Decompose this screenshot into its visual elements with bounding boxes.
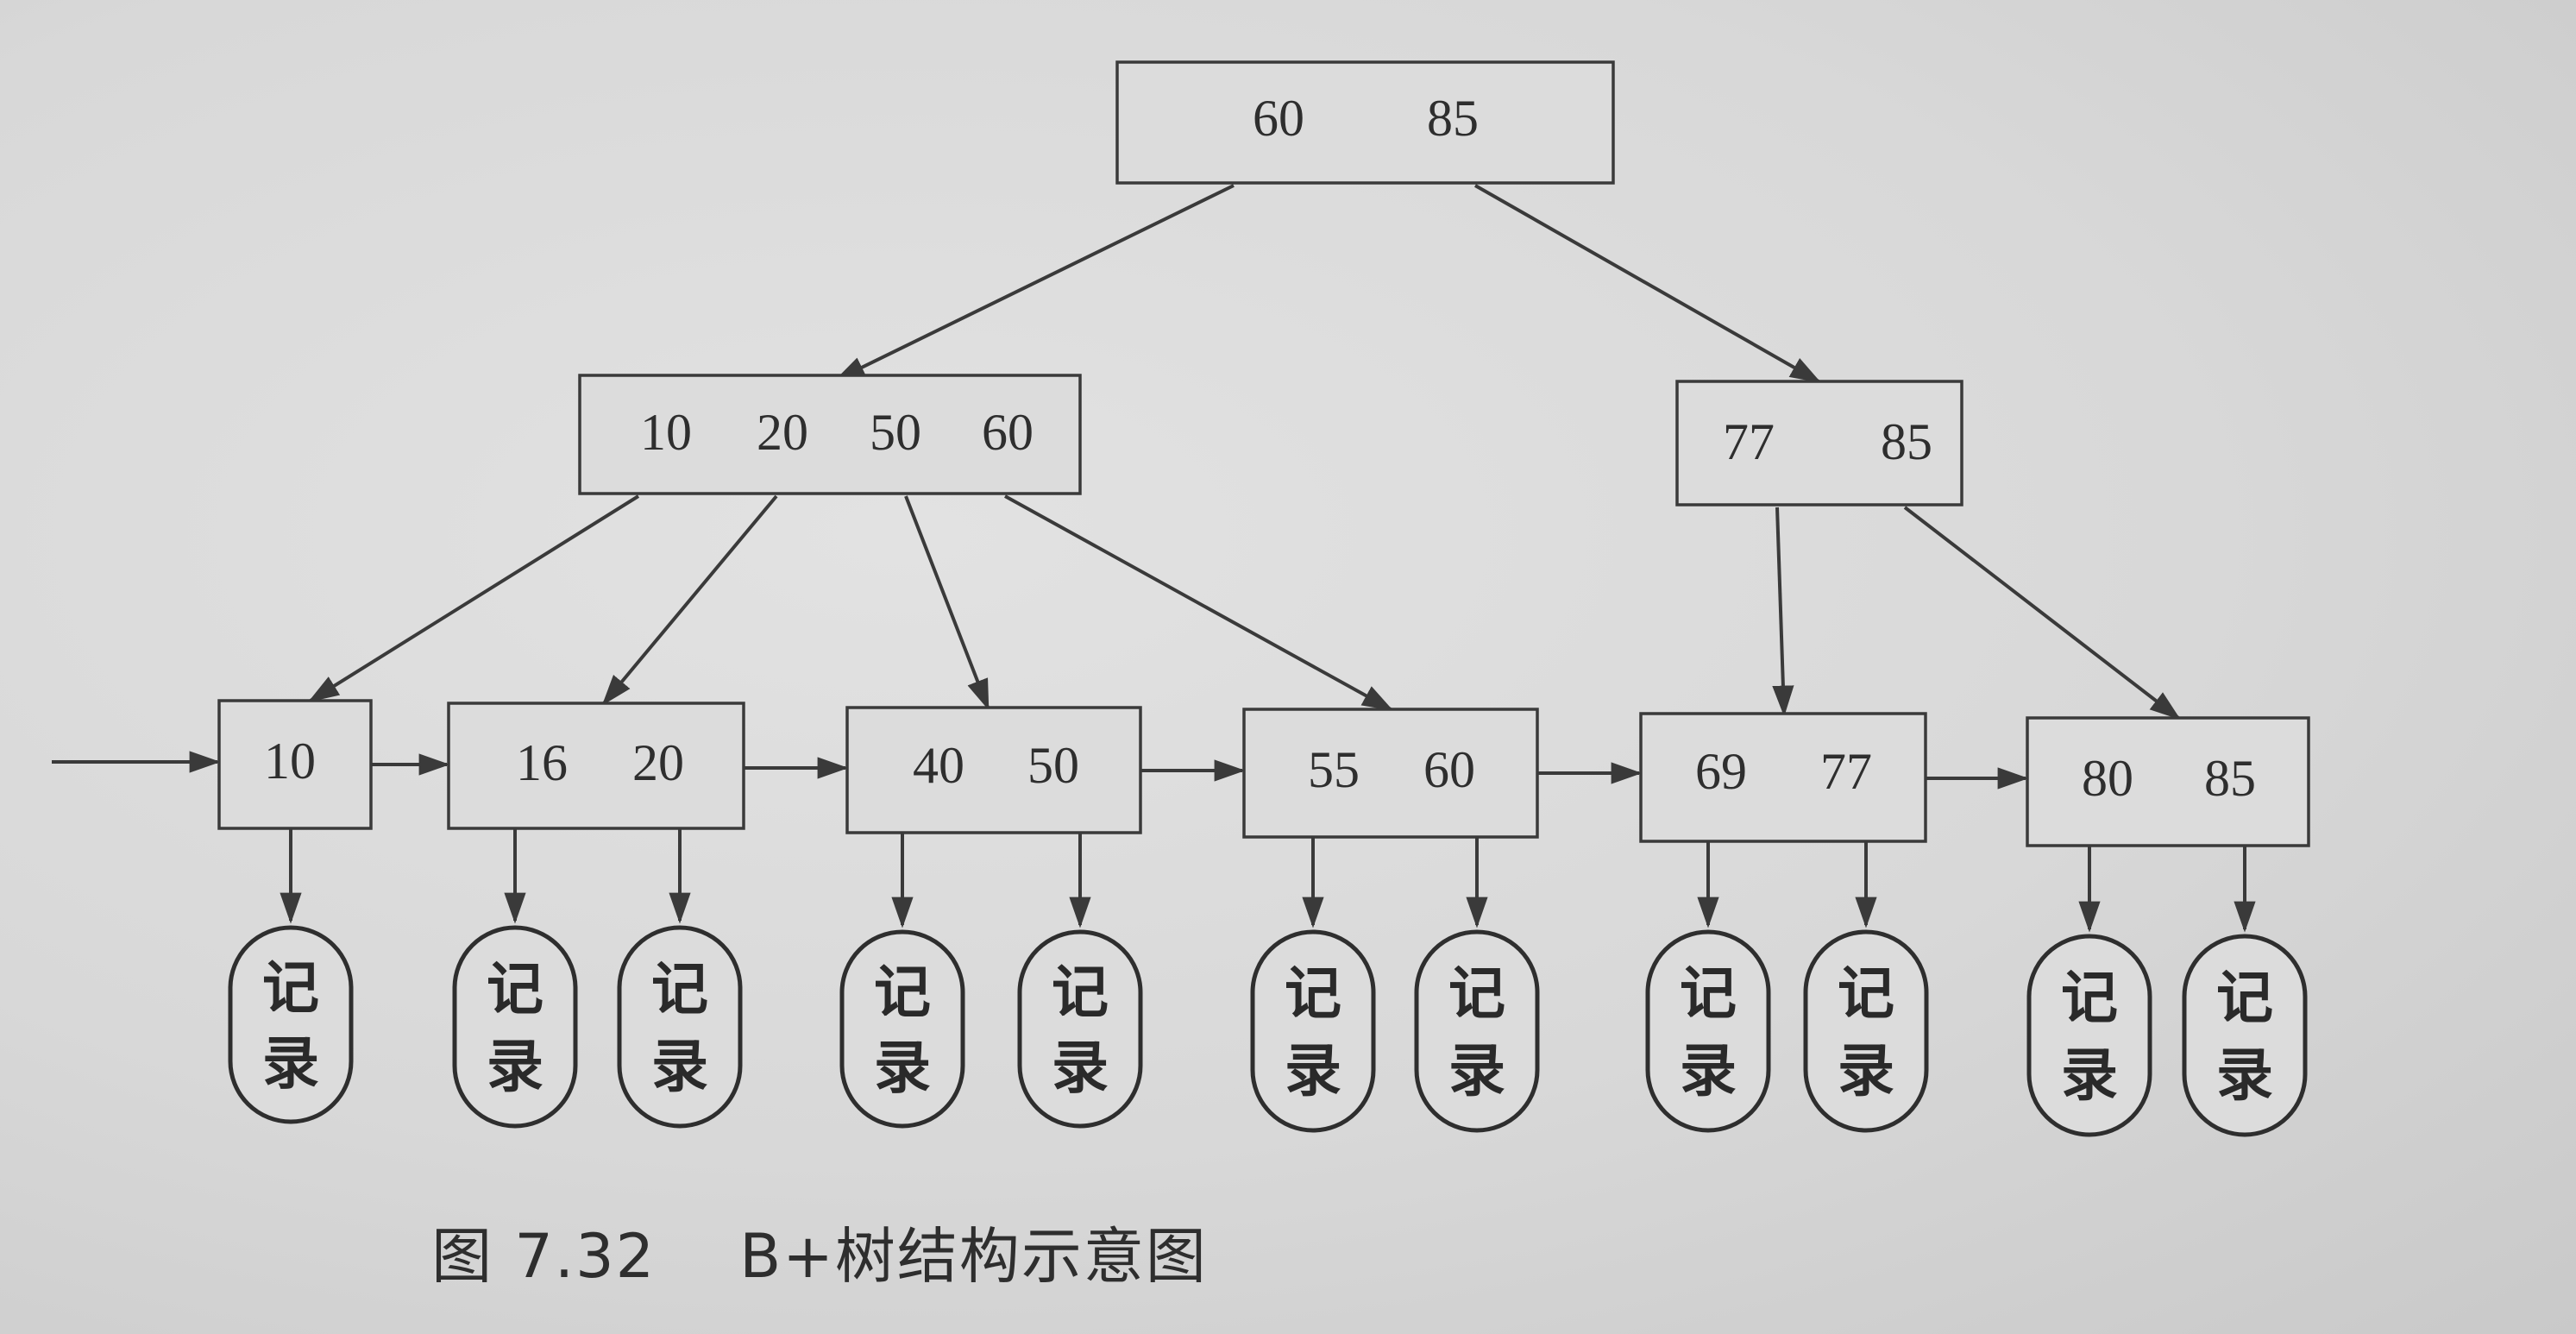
record: 记录 (1414, 929, 1540, 1133)
internal-node-right-box (1675, 380, 1963, 507)
record-capsule (2026, 934, 2152, 1137)
leaf-key: 55 (1308, 741, 1360, 798)
leaf-node: 69 77 (1639, 712, 1927, 843)
record-label: 记 (1285, 960, 1341, 1027)
root-node: 60 85 (1115, 60, 1615, 185)
leaf-node: 10 (217, 699, 373, 830)
figure-title: B+树结构示意图 (739, 1221, 1208, 1292)
leaf-node: 80 85 (2026, 716, 2310, 847)
internal-node-right: 77 85 (1675, 380, 1963, 507)
record: 记录 (1017, 929, 1143, 1129)
record-capsule (452, 925, 578, 1129)
record-label: 录 (651, 1034, 708, 1100)
internal-key: 50 (870, 404, 921, 461)
tree-pointer-arrow (904, 495, 990, 711)
record: 记录 (452, 925, 578, 1129)
leaf-node: 16 20 (447, 702, 745, 830)
root-key: 60 (1253, 90, 1304, 147)
record-label: 记 (1680, 960, 1737, 1027)
record: 记录 (617, 925, 743, 1129)
record-label: 录 (874, 1035, 931, 1101)
internal-node-left: 10 20 50 60 (578, 374, 1082, 495)
root-node-box (1115, 60, 1615, 185)
record-capsule (1250, 929, 1376, 1133)
record-label: 记 (2216, 965, 2273, 1031)
record-label: 录 (487, 1034, 543, 1100)
root-key: 85 (1427, 90, 1479, 147)
leaf-node-box (217, 699, 373, 830)
internal-key: 10 (640, 404, 692, 461)
figure-caption: 图 7.32 B+树结构示意图 (0, 1208, 1639, 1295)
leaf-key: 77 (1820, 743, 1872, 800)
record-capsule (2182, 934, 2308, 1137)
record-label: 记 (262, 954, 319, 1021)
record-capsule (839, 929, 965, 1129)
record-label: 记 (1052, 959, 1109, 1025)
record-label: 录 (262, 1030, 319, 1097)
tree-pointer-arrow (307, 494, 640, 702)
record: 记录 (2026, 934, 2152, 1137)
leaf-node-box (1242, 708, 1539, 839)
record-label: 记 (487, 956, 543, 1023)
record-label: 记 (651, 956, 708, 1023)
tree-pointer-arrow (1903, 506, 2181, 720)
leaf-key: 10 (264, 733, 316, 790)
record-capsule (617, 925, 743, 1129)
leaf-key: 16 (516, 734, 568, 791)
record-label: 记 (2061, 965, 2118, 1031)
leaf-key: 85 (2204, 750, 2256, 807)
leaf-node: 40 50 (845, 706, 1142, 834)
leaf-key: 80 (2082, 750, 2133, 807)
internal-key: 77 (1723, 413, 1775, 470)
leaf-key: 50 (1027, 737, 1079, 794)
leaf-key: 69 (1695, 743, 1747, 800)
record-label: 记 (1448, 960, 1505, 1027)
figure-number: 图 7.32 (431, 1221, 657, 1292)
record-label: 录 (2216, 1042, 2273, 1109)
record-capsule (1645, 929, 1771, 1133)
record-label: 录 (1448, 1038, 1505, 1104)
tree-pointer-arrow (1004, 494, 1394, 711)
tree-pointer-arrow (1772, 507, 1794, 717)
tree-pointer-arrow (833, 184, 1235, 381)
record-capsule (1803, 929, 1929, 1133)
leaf-node-box (447, 702, 745, 830)
leaf-key: 20 (632, 734, 684, 791)
leaf-key: 40 (913, 737, 964, 794)
internal-node-left-box (578, 374, 1082, 495)
record-label: 记 (874, 959, 931, 1025)
record-capsule (228, 925, 354, 1124)
record-label: 录 (1680, 1038, 1737, 1104)
tree-pointer-arrow (601, 494, 778, 706)
record-label: 录 (1052, 1035, 1109, 1101)
internal-key: 20 (757, 404, 808, 461)
leaf-node-box (845, 706, 1142, 834)
record: 记录 (1250, 929, 1376, 1133)
record-label: 录 (1285, 1038, 1341, 1104)
record-capsule (1017, 929, 1143, 1129)
record: 记录 (1803, 929, 1929, 1133)
leaf-node-box (2026, 716, 2310, 847)
record: 记录 (2182, 934, 2308, 1137)
record-label: 录 (2061, 1042, 2118, 1109)
record-capsule (1414, 929, 1540, 1133)
record: 记录 (1645, 929, 1771, 1133)
record-label: 记 (1838, 960, 1894, 1027)
leaf-node-box (1639, 712, 1927, 843)
tree-pointer-arrow (1474, 184, 1822, 383)
record: 记录 (228, 925, 354, 1124)
internal-key: 60 (982, 404, 1034, 461)
record: 记录 (839, 929, 965, 1129)
internal-key: 85 (1881, 413, 1932, 470)
tree-edges (52, 184, 2256, 933)
record-label: 录 (1838, 1038, 1894, 1104)
leaf-key: 60 (1423, 741, 1475, 798)
leaf-node: 55 60 (1242, 708, 1539, 839)
